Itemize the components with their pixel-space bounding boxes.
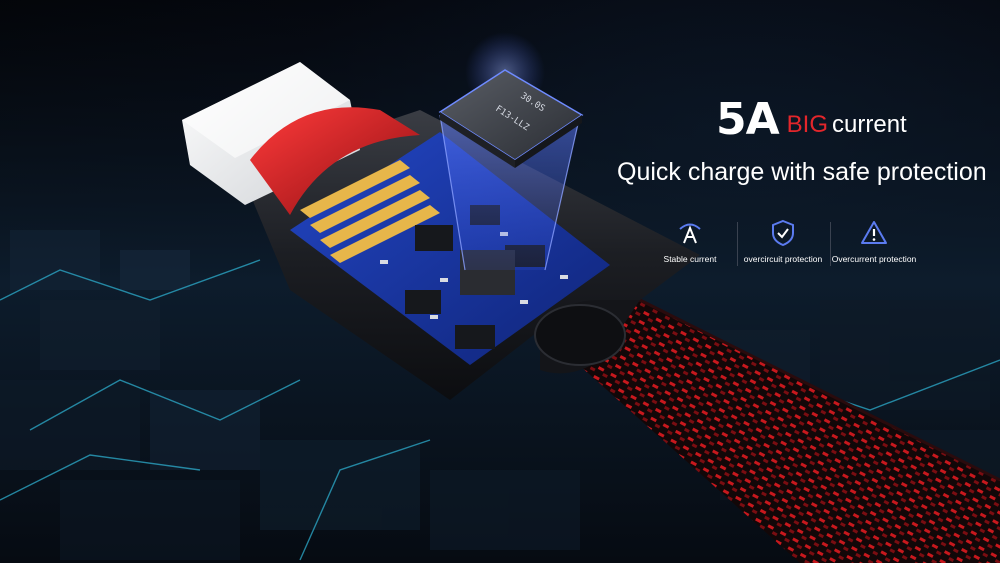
gold-contacts (300, 160, 440, 263)
feature-overcurrent: Overcurrent protection (819, 218, 929, 264)
floating-chip: F13-LLZ 30.0S (438, 69, 584, 168)
subheadline: Quick charge with safe protection (617, 158, 987, 186)
feature-label: Overcurrent protection (831, 254, 917, 264)
feature-label: overcircuit protection (743, 254, 823, 264)
shield-check-icon (772, 219, 794, 247)
red-ring (250, 107, 420, 215)
light-beam (440, 115, 580, 270)
stable-current-icon (679, 223, 701, 244)
headline-amperage: 5A (716, 94, 780, 145)
warning-triangle-icon (861, 221, 887, 244)
feature-label: Stable current (663, 254, 717, 264)
feature-stable-current: Stable current (635, 218, 745, 264)
headline-current: current (832, 111, 907, 138)
braided-cable (540, 300, 1000, 563)
headline-big: BIG (786, 111, 829, 138)
divider (830, 222, 831, 266)
feature-overcircuit: overcircuit protection (728, 218, 838, 264)
divider (737, 222, 738, 266)
